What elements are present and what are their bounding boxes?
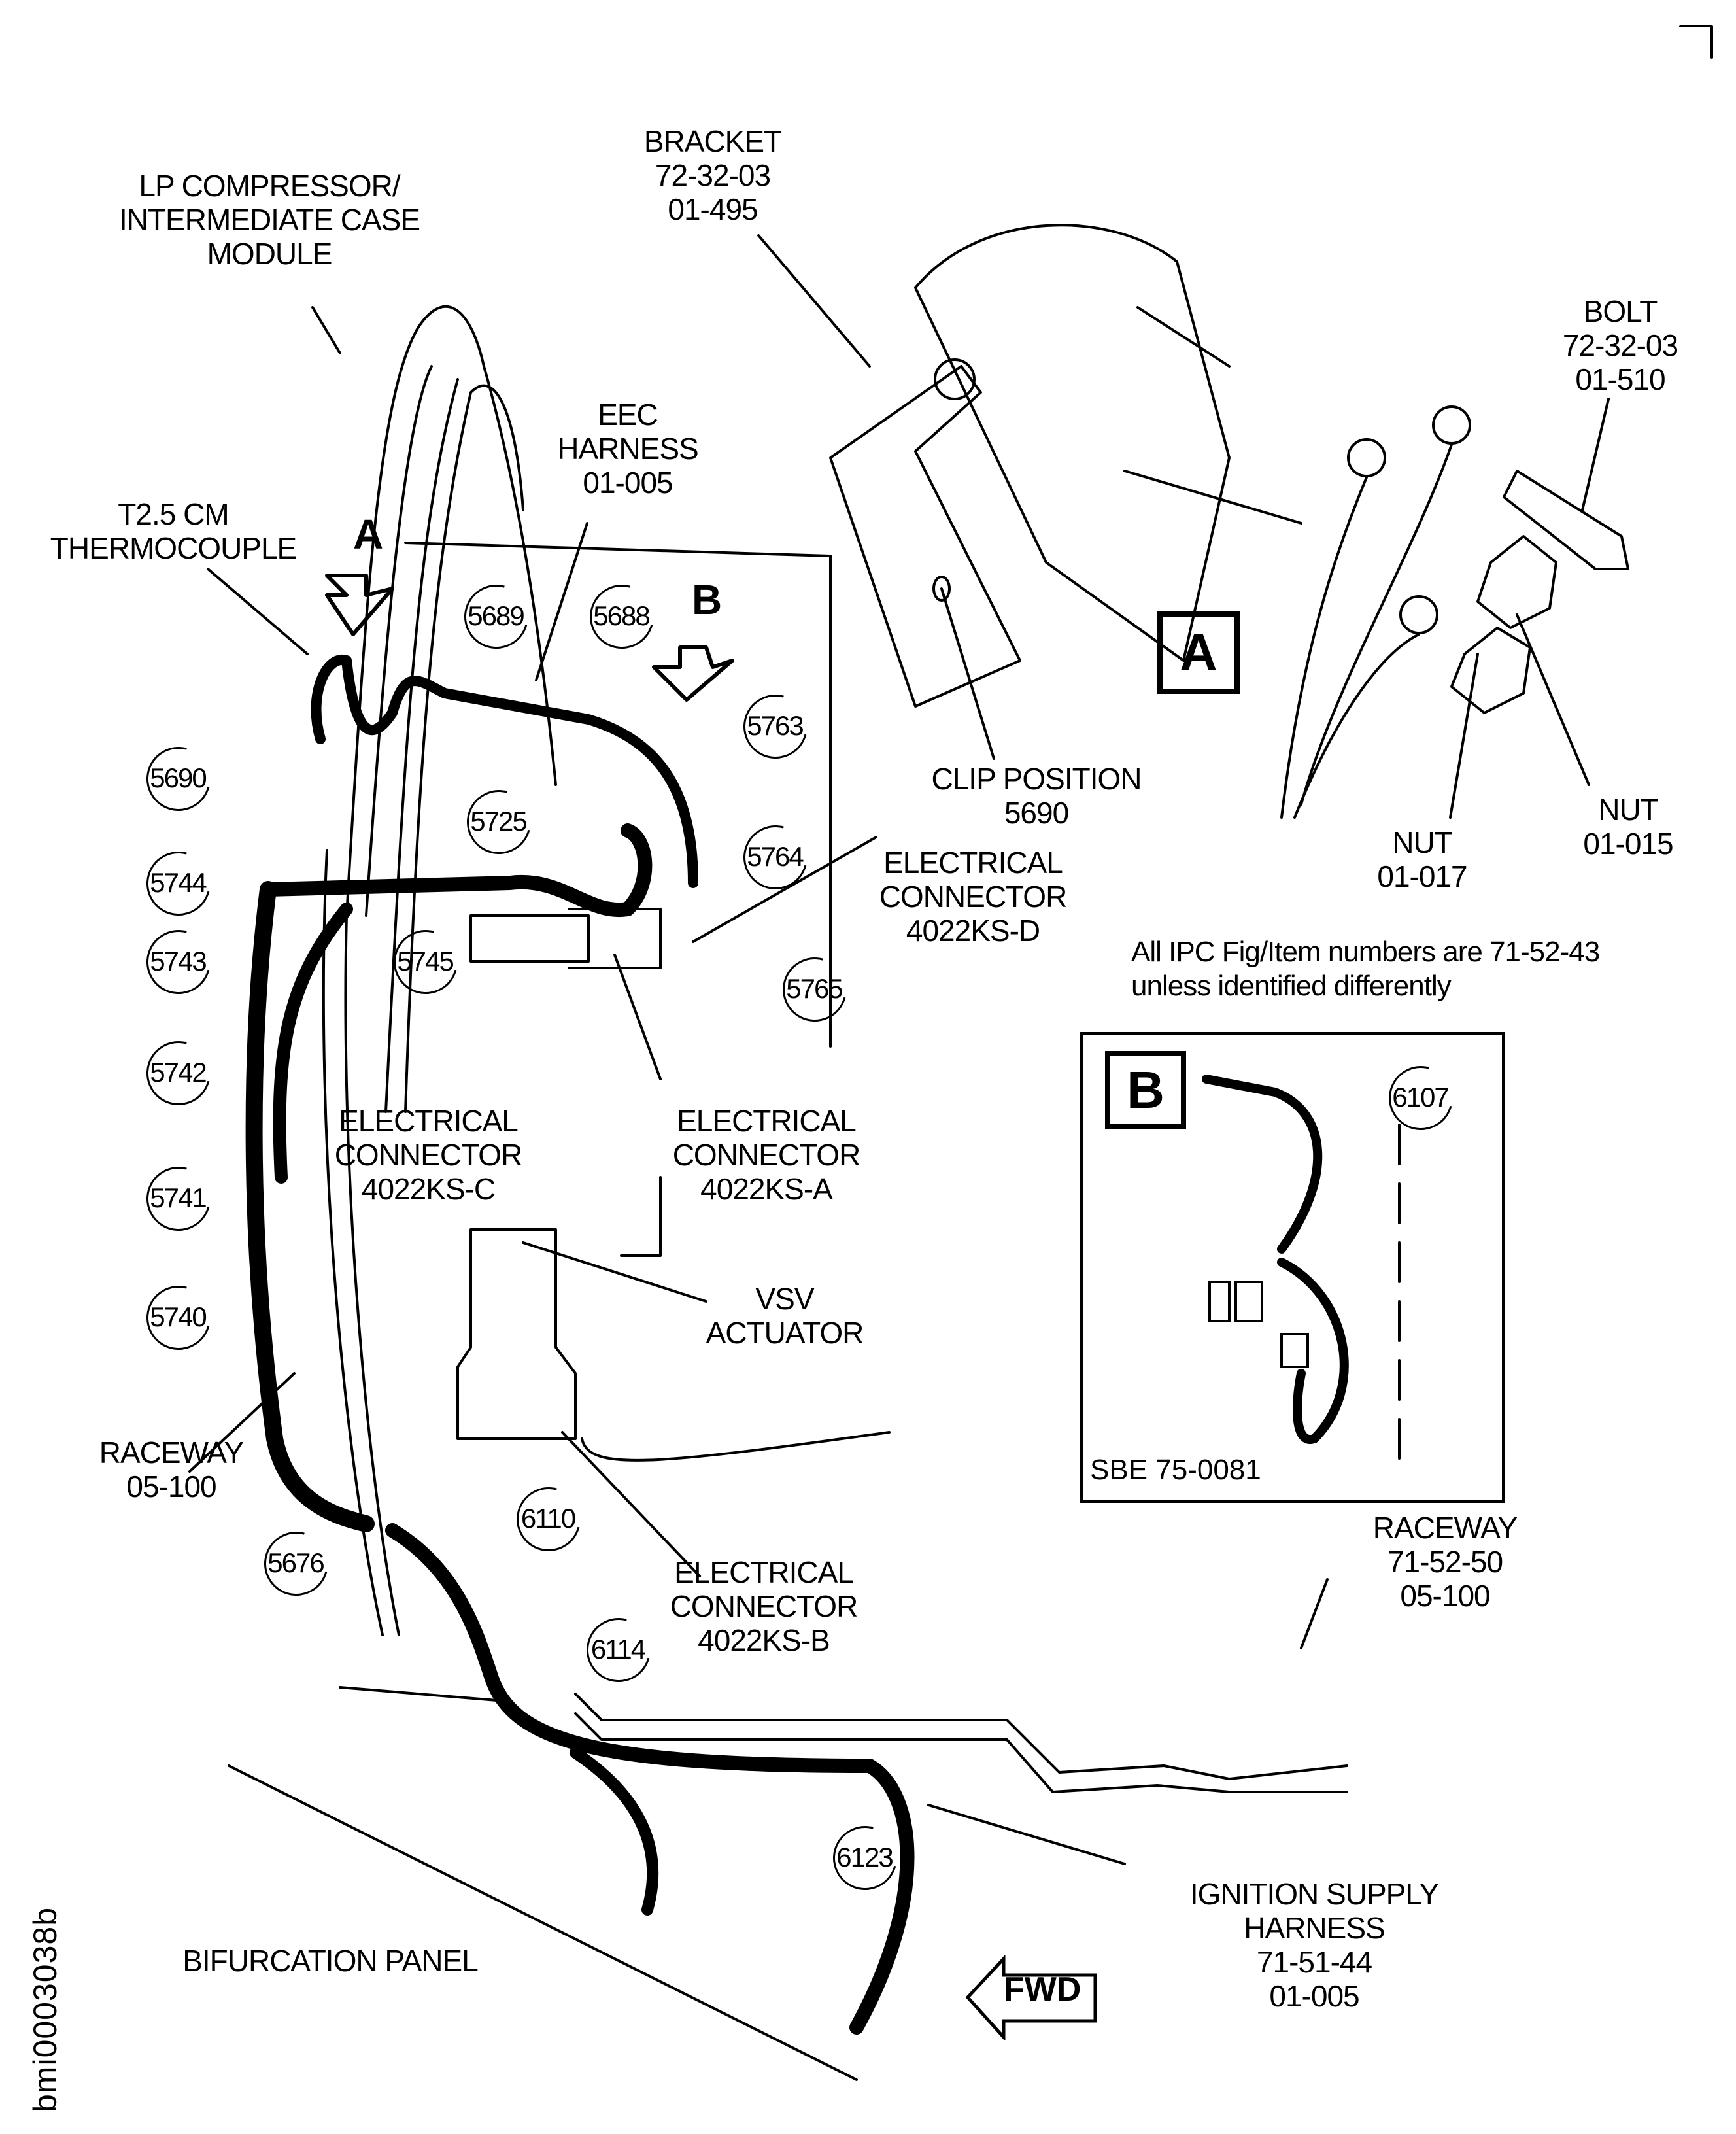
nut-01-017 <box>1450 627 1531 714</box>
corner-mark-top-right <box>1679 25 1713 59</box>
leader-connector-a <box>613 954 662 1080</box>
ignition-harness-cable <box>385 1523 915 2035</box>
label-thermocouple: T2.5 CM THERMOCOUPLE <box>50 497 297 565</box>
callout-5688: 5688 <box>590 585 653 647</box>
label-nut-015: NUT 01-015 <box>1583 793 1673 861</box>
label-raceway-left: RACEWAY 05-100 <box>99 1436 244 1504</box>
leader-thermocouple <box>207 568 309 655</box>
terminal-lug-3 <box>1399 595 1438 634</box>
raceway-cable-left <box>245 881 375 1532</box>
callout-5725: 5725 <box>467 790 530 853</box>
label-connector-c: ELECTRICAL CONNECTOR 4022KS-C <box>334 1104 523 1206</box>
forward-direction-arrow: FWD <box>964 1954 1102 2042</box>
ipc-note: All IPC Fig/Item numbers are 71-52-43 un… <box>1131 936 1600 1002</box>
callout-5676: 5676 <box>264 1532 327 1594</box>
connector-d-body <box>469 914 590 963</box>
inset-b-cable <box>1202 1075 1323 1254</box>
detail-a-housing <box>914 224 1231 662</box>
callout-5740: 5740 <box>146 1286 209 1349</box>
callout-5690: 5690 <box>146 747 209 810</box>
figure-id: bmi0003038b <box>27 1906 63 2112</box>
callout-5763: 5763 <box>743 695 806 757</box>
eec-harness-cable-main <box>261 823 653 918</box>
view-arrow-a <box>325 574 394 636</box>
callout-5742: 5742 <box>146 1041 209 1104</box>
callout-5744: 5744 <box>146 852 209 914</box>
leader-raceway-right <box>1300 1578 1329 1649</box>
label-bolt: BOLT 72-32-03 01-510 <box>1562 294 1678 396</box>
view-arrow-b <box>652 645 734 702</box>
label-clip-position: CLIP POSITION 5690 <box>931 762 1142 830</box>
raceway-right <box>574 1693 1348 1793</box>
bifurcation-panel-edge <box>228 1764 858 2081</box>
callout-5745: 5745 <box>394 930 456 993</box>
leader-connector-d <box>692 836 877 943</box>
leader-nut-017 <box>1449 653 1479 819</box>
leader-vsv <box>522 1241 707 1303</box>
callout-5764: 5764 <box>743 825 806 888</box>
leader-bolt <box>1581 398 1610 511</box>
label-ignition-harness: IGNITION SUPPLY HARNESS 71-51-44 01-005 <box>1189 1877 1439 2013</box>
terminal-lug-1 <box>1347 438 1386 477</box>
callout-6110: 6110 <box>517 1487 579 1550</box>
callout-6123: 6123 <box>833 1826 896 1889</box>
callout-6114: 6114 <box>587 1618 649 1681</box>
leader-lp-compressor <box>311 306 341 354</box>
label-nut-017: NUT 01-017 <box>1377 825 1467 893</box>
callout-5765: 5765 <box>783 957 845 1020</box>
leader-bracket <box>757 234 871 368</box>
view-letter-a: A <box>353 511 384 558</box>
label-connector-b: ELECTRICAL CONNECTOR 4022KS-B <box>670 1555 859 1657</box>
callout-6107: 6107 <box>1389 1066 1452 1129</box>
case-rear-flange <box>322 849 384 1636</box>
label-connector-a: ELECTRICAL CONNECTOR 4022KS-A <box>672 1104 861 1206</box>
callout-5743: 5743 <box>146 930 209 993</box>
detail-a-title-box: A <box>1157 611 1240 694</box>
label-bracket: BRACKET 72-32-03 01-495 <box>643 124 782 226</box>
label-bifurcation-panel: BIFURCATION PANEL <box>182 1944 479 1978</box>
leader-nut-015 <box>1516 613 1590 786</box>
label-eec-harness: EEC HARNESS 01-005 <box>557 398 698 500</box>
inset-b-sbe-reference: SBE 75-0081 <box>1090 1454 1261 1486</box>
inset-view-b: B 6107 SBE 75-0081 <box>1080 1032 1505 1503</box>
callout-5741: 5741 <box>146 1167 209 1230</box>
fwd-label: FWD <box>1004 1971 1081 2008</box>
bolt-01-510 <box>1503 470 1629 570</box>
inset-b-title-box: B <box>1105 1051 1186 1129</box>
label-vsv-actuator: VSV ACTUATOR <box>706 1282 864 1350</box>
terminal-lug-2 <box>1432 405 1471 445</box>
label-raceway-right: RACEWAY 71-52-50 05-100 <box>1372 1511 1518 1613</box>
vsv-actuator-body <box>456 1228 577 1440</box>
leader-ignition <box>927 1804 1126 1865</box>
callout-5689: 5689 <box>464 585 527 647</box>
label-lp-compressor: LP COMPRESSOR/ INTERMEDIATE CASE MODULE <box>118 169 420 271</box>
leader-clip-position <box>940 587 995 760</box>
leader-eec-harness <box>535 522 588 681</box>
fwd-arrow-icon <box>965 1954 1097 2042</box>
detail-a-bracket <box>829 365 1021 708</box>
label-connector-d: ELECTRICAL CONNECTOR 4022KS-D <box>879 846 1068 948</box>
leader-connector-b <box>561 1431 701 1577</box>
eec-harness-cable-upper <box>311 654 698 888</box>
nut-01-015 <box>1476 535 1557 629</box>
view-letter-b: B <box>692 576 723 623</box>
